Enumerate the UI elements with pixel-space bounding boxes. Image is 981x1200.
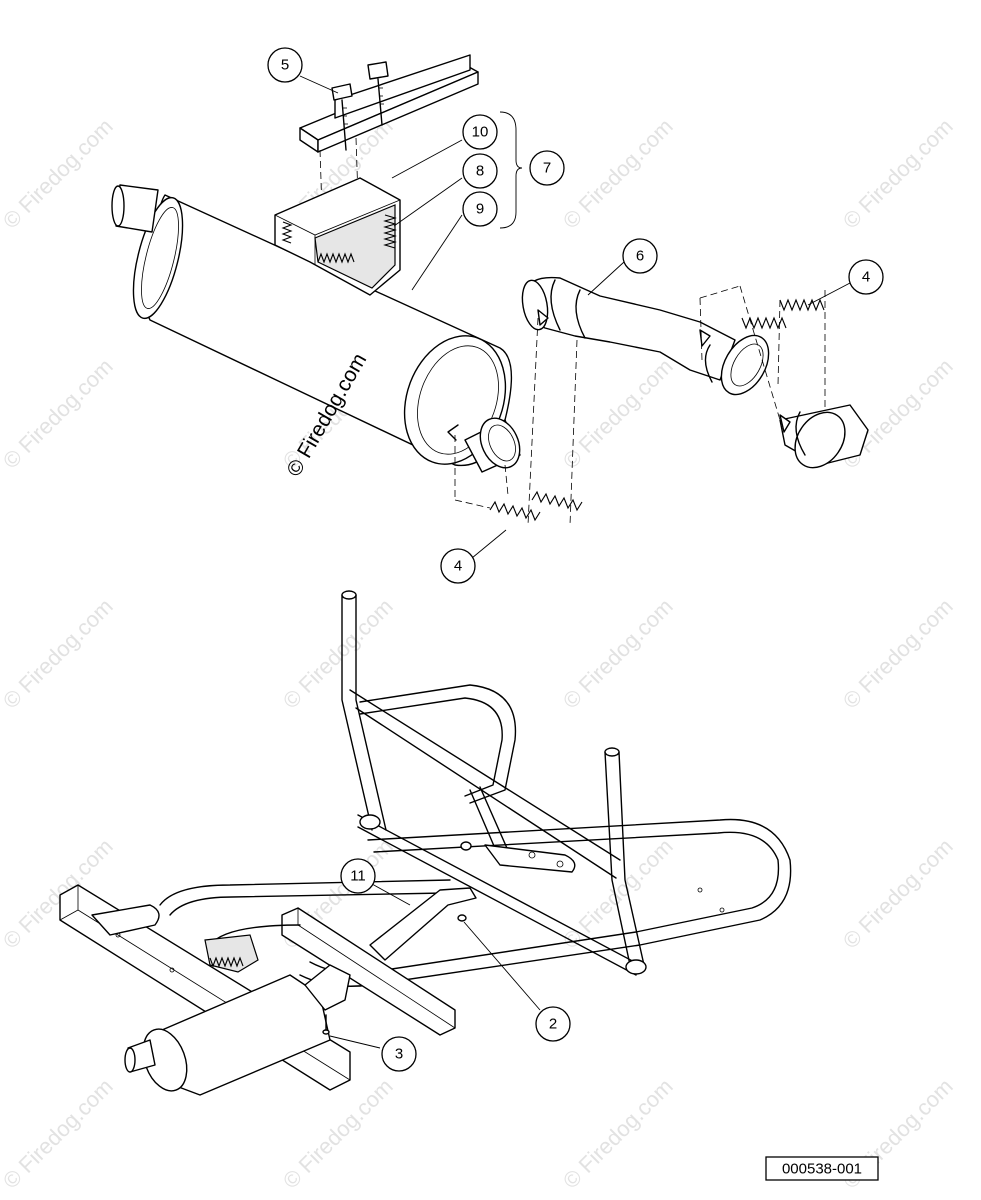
watermark-tile-2: © Firedog.com xyxy=(558,114,678,234)
springs-lower xyxy=(454,317,583,526)
watermark-tile-0: © Firedog.com xyxy=(0,114,118,234)
callout-2-label: 2 xyxy=(549,1016,557,1033)
callout-6-label: 6 xyxy=(636,248,644,265)
watermark-tile-11: © Firedog.com xyxy=(838,594,958,714)
springs-upper-right xyxy=(699,285,826,421)
leaders-upper xyxy=(299,75,851,559)
front-frame xyxy=(59,879,477,1096)
bolt-right xyxy=(367,61,389,126)
callout-10-label: 10 xyxy=(472,124,489,141)
callout-4-lower-label: 4 xyxy=(454,558,462,575)
watermark-tile-8: © Firedog.com xyxy=(0,594,118,714)
mounting-bracket xyxy=(299,54,479,211)
callout-11: 11 xyxy=(340,858,376,894)
watermark-tile-16: © Firedog.com xyxy=(0,1074,118,1194)
watermark-tile-4: © Firedog.com xyxy=(0,354,118,474)
callout-5: 5 xyxy=(267,47,303,83)
muffler-assembly xyxy=(111,184,521,473)
watermark-tile-10: © Firedog.com xyxy=(558,594,678,714)
tailpipe xyxy=(779,404,869,469)
callout-8: 8 xyxy=(462,153,498,189)
watermark-tile-9: © Firedog.com xyxy=(278,594,398,714)
callout-3: 3 xyxy=(381,1036,417,1072)
reference-code-box: 000538-001 xyxy=(765,1156,879,1181)
frame-assembly xyxy=(299,590,792,987)
watermark-tile-17: © Firedog.com xyxy=(278,1074,398,1194)
bolt-left xyxy=(331,83,353,151)
callout-7: 7 xyxy=(529,150,565,186)
callout-10: 10 xyxy=(462,114,498,150)
watermark-tile-3: © Firedog.com xyxy=(838,114,958,234)
hanger-bracket xyxy=(274,177,401,296)
leaders-lower xyxy=(329,883,541,1049)
callout-8-label: 8 xyxy=(476,163,484,180)
exhaust-pipe xyxy=(521,276,770,396)
watermark-tile-6: © Firedog.com xyxy=(558,354,678,474)
callout-layer: 5 10 8 9 7 6 4 4 xyxy=(267,47,884,1072)
callout-7-label: 7 xyxy=(543,160,551,177)
callout-4-upper: 4 xyxy=(848,259,884,295)
callout-4-upper-label: 4 xyxy=(862,269,870,286)
callout-5-label: 5 xyxy=(281,57,289,74)
callout-11-label: 11 xyxy=(350,868,366,885)
callout-9: 9 xyxy=(462,191,498,227)
callout-9-label: 9 xyxy=(476,201,484,218)
watermark-tile-18: © Firedog.com xyxy=(558,1074,678,1194)
callout-4-lower: 4 xyxy=(440,548,476,584)
watermark-tile-15: © Firedog.com xyxy=(838,834,958,954)
callout-2: 2 xyxy=(535,1006,571,1042)
callout-3-label: 3 xyxy=(395,1046,403,1063)
reference-code: 000538-001 xyxy=(782,1161,862,1178)
callout-6: 6 xyxy=(622,238,658,274)
